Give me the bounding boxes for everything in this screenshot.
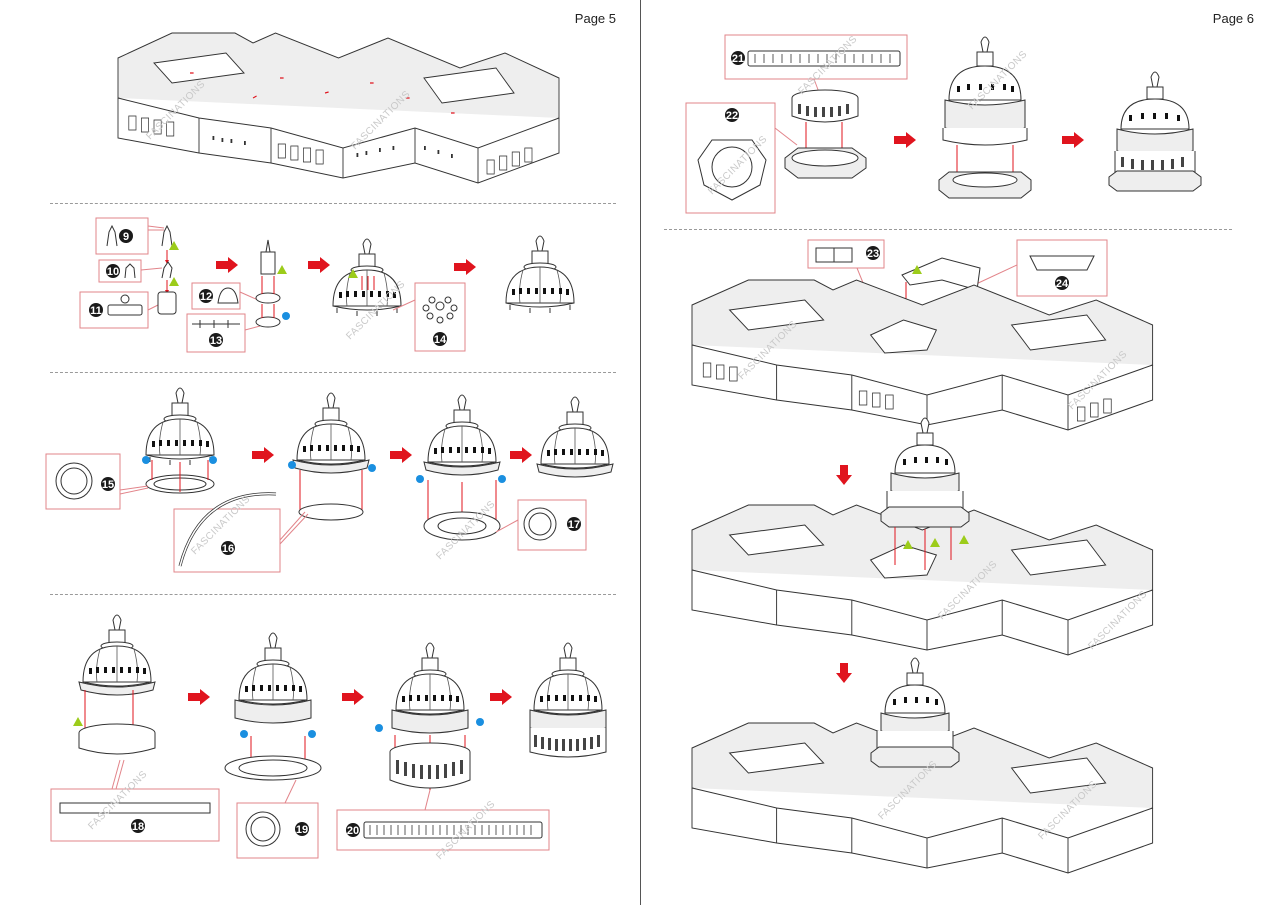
blue-marker-icon — [416, 475, 424, 483]
blue-marker-icon — [288, 461, 296, 469]
page-divider — [639, 0, 641, 905]
svg-text:15: 15 — [102, 479, 114, 491]
green-marker-icon — [930, 538, 940, 547]
step-colonnade-base: 21 22 FASCINATIONS FASCINATIONS — [685, 34, 1202, 214]
svg-text:16: 16 — [222, 543, 234, 555]
step-dome-drum: 18 FASCINATIONS 19 20 — [50, 615, 606, 862]
step-arrow-icon — [216, 257, 238, 273]
step-arrow-icon — [454, 259, 476, 275]
page-number: Page 5 — [574, 11, 616, 26]
step-arrow-icon — [894, 132, 916, 148]
blue-marker-icon — [282, 312, 290, 320]
green-marker-icon — [912, 265, 922, 274]
green-marker-icon — [903, 540, 913, 549]
step-arrow-icon — [188, 689, 210, 705]
svg-text:23: 23 — [867, 248, 879, 260]
building-dome-placement — [691, 504, 1154, 656]
svg-text:17: 17 — [568, 519, 580, 531]
section-separator — [50, 372, 616, 373]
section-separator — [50, 203, 616, 204]
blue-marker-icon — [498, 475, 506, 483]
green-marker-icon — [73, 717, 83, 726]
svg-text:10: 10 — [107, 266, 119, 278]
blue-marker-icon — [476, 718, 484, 726]
blue-marker-icon — [209, 456, 217, 464]
svg-text:20: 20 — [347, 825, 359, 837]
section-separator — [664, 229, 1232, 230]
green-marker-icon — [169, 241, 179, 250]
svg-text:19: 19 — [296, 824, 308, 836]
step-arrow-icon — [510, 447, 532, 463]
step-arrow-down-icon — [836, 465, 852, 485]
step-arrow-icon — [252, 447, 274, 463]
building-completed — [691, 722, 1154, 874]
page-6: Page 6 21 22 FASCIN — [642, 0, 1280, 905]
step-dome-top: 9 10 11 12 — [79, 217, 575, 353]
blue-marker-icon — [240, 730, 248, 738]
green-marker-icon — [277, 265, 287, 274]
svg-text:9: 9 — [123, 231, 129, 243]
part-badge — [119, 229, 133, 243]
blue-marker-icon — [375, 724, 383, 732]
blue-marker-icon — [308, 730, 316, 738]
part-callout-16 — [173, 508, 281, 573]
svg-text:24: 24 — [1056, 278, 1069, 290]
section-separator — [50, 594, 616, 595]
page-5: Page 5 — [45, 11, 640, 863]
part-callout-9 — [95, 217, 149, 255]
svg-text:13: 13 — [210, 335, 222, 347]
step-arrow-icon — [308, 257, 330, 273]
page-6-illustrations: 21 22 FASCINATIONS FASCINATIONS — [685, 34, 1202, 874]
step-arrow-icon — [390, 447, 412, 463]
step-roof-and-dome: 23 24 — [691, 239, 1154, 874]
blue-marker-icon — [368, 464, 376, 472]
step-arrow-icon — [1062, 132, 1084, 148]
building-with-roof-openings — [691, 279, 1154, 431]
blue-marker-icon — [142, 456, 150, 464]
step-arrow-icon — [342, 689, 364, 705]
step-arrow-down-icon — [836, 663, 852, 683]
svg-text:18: 18 — [132, 821, 144, 833]
green-marker-icon — [169, 277, 179, 286]
svg-text:14: 14 — [434, 334, 447, 346]
step-arrow-icon — [490, 689, 512, 705]
part-callout-18 — [50, 788, 220, 842]
page-5-illustrations: FASCINATIONS FASCINATIONS 9 10 11 — [45, 32, 640, 862]
step-dome-rings: 15 16 FASCINATIONS 17 — [45, 387, 613, 573]
svg-text:12: 12 — [200, 291, 212, 303]
svg-text:22: 22 — [726, 110, 738, 122]
page-number: Page 6 — [1212, 11, 1254, 26]
svg-text:11: 11 — [90, 305, 102, 317]
svg-text:21: 21 — [732, 53, 744, 65]
green-marker-icon — [959, 535, 969, 544]
